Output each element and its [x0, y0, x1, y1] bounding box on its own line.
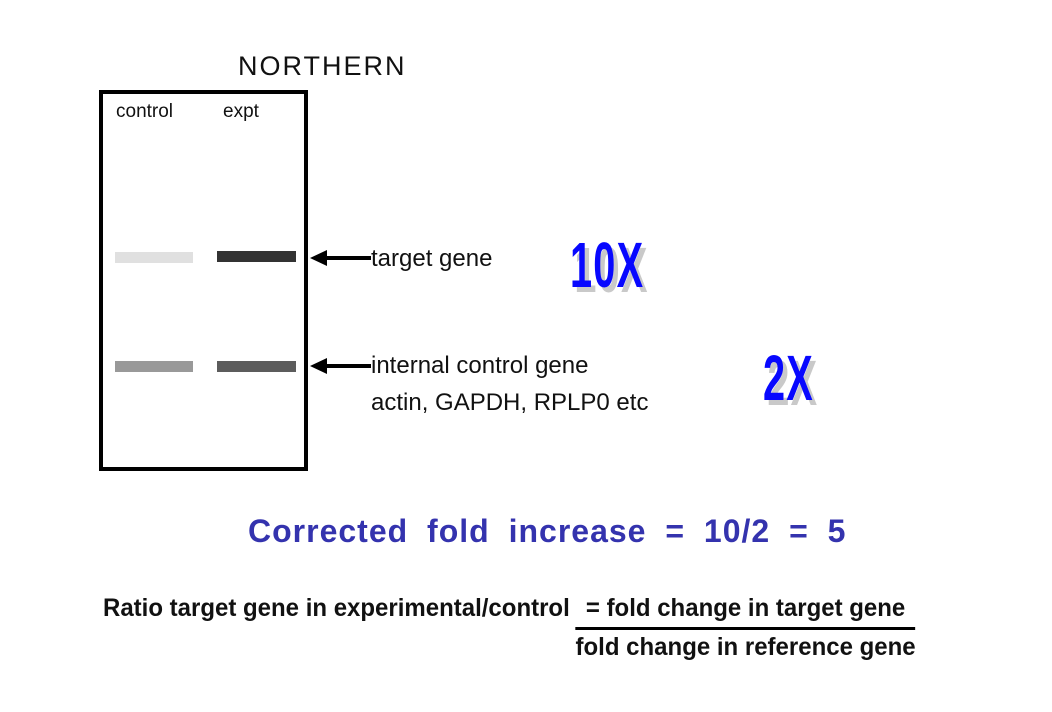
band-reference-control [115, 361, 193, 372]
ratio-equation: Ratio target gene in experimental/contro… [103, 592, 916, 662]
lane-label-control: control [116, 101, 174, 122]
gel-box: control expt [99, 90, 308, 471]
lane-label-expt: expt [223, 101, 259, 122]
reference-gene-examples-label: actin, GAPDH, RPLP0 etc [371, 389, 649, 416]
band-target-expt [217, 251, 296, 262]
band-reference-expt [217, 361, 296, 372]
target-gene-label: target gene [371, 245, 493, 272]
internal-control-arrow-icon [310, 358, 371, 374]
arrow-shaft [327, 364, 371, 368]
ratio-fraction-numerator: = fold change in target gene [575, 592, 916, 630]
target-fold-change-badge: 10X [570, 229, 645, 301]
band-target-control [115, 252, 193, 263]
ratio-fraction-denominator: fold change in reference gene [575, 633, 916, 661]
diagram-title: NORTHERN [238, 51, 407, 81]
arrow-shaft [327, 256, 371, 260]
arrowhead-left-icon [310, 358, 327, 374]
reference-fold-change-badge: 2X [763, 342, 815, 414]
internal-control-gene-label: internal control gene [371, 352, 589, 379]
target-gene-arrow-icon [310, 250, 371, 266]
arrowhead-left-icon [310, 250, 327, 266]
corrected-fold-increase-text: Corrected fold increase = 10/2 = 5 [248, 513, 847, 549]
ratio-fraction: = fold change in target gene fold change… [575, 592, 916, 662]
ratio-equation-left-text: Ratio target gene in experimental/contro… [103, 594, 570, 622]
